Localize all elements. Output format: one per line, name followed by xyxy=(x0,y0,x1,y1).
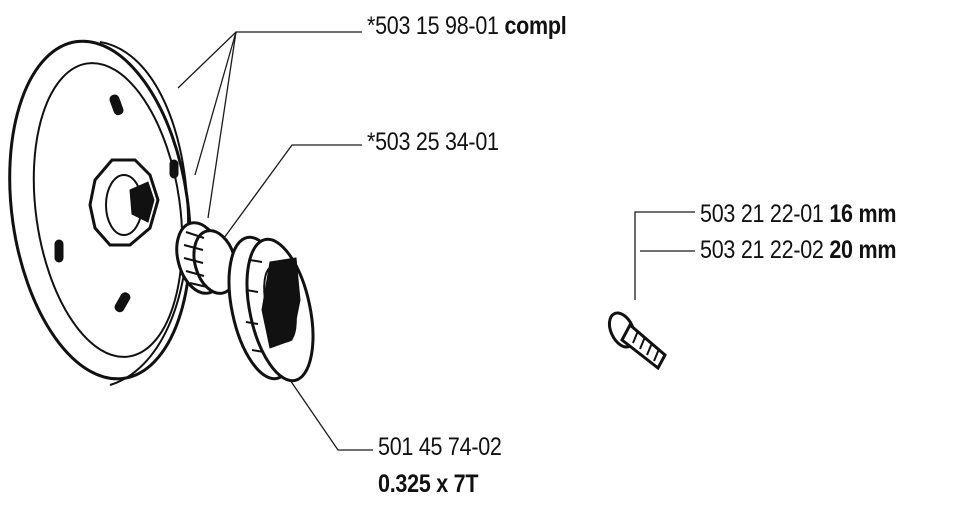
sprocket-part-number: 501 45 74-02 xyxy=(378,433,502,461)
needle-bearing-drawing xyxy=(175,221,238,295)
leader-lines xyxy=(177,31,695,451)
bolt-16-part-number: 503 21 22-01 xyxy=(700,200,824,228)
bolt-16-length: 16 mm xyxy=(829,200,897,228)
needle-bearing-part-number: *503 25 34-01 xyxy=(367,128,499,156)
bolt-20-part-number: 503 21 22-02 xyxy=(700,236,824,264)
needle-bearing-label: *503 25 34-01 xyxy=(367,130,499,155)
bolt-20-length: 20 mm xyxy=(829,236,897,264)
sprocket-label: 501 45 74-02 xyxy=(378,435,502,460)
bolt-20-label: 503 21 22-02 20 mm xyxy=(700,238,896,263)
sprocket-drawing xyxy=(227,235,315,383)
bolt-drawing xyxy=(607,311,667,371)
bolt-16-label: 503 21 22-01 16 mm xyxy=(700,202,896,227)
sprocket-size: 0.325 x 7T xyxy=(378,470,479,498)
clutch-drum-drawing xyxy=(8,39,192,386)
clutch-drum-part-number: *503 15 98-01 xyxy=(367,12,499,40)
sprocket-size-label: 0.325 x 7T xyxy=(378,472,478,497)
clutch-drum-label: *503 15 98-01 compl xyxy=(367,12,567,40)
clutch-drum-suffix: compl xyxy=(504,12,567,40)
